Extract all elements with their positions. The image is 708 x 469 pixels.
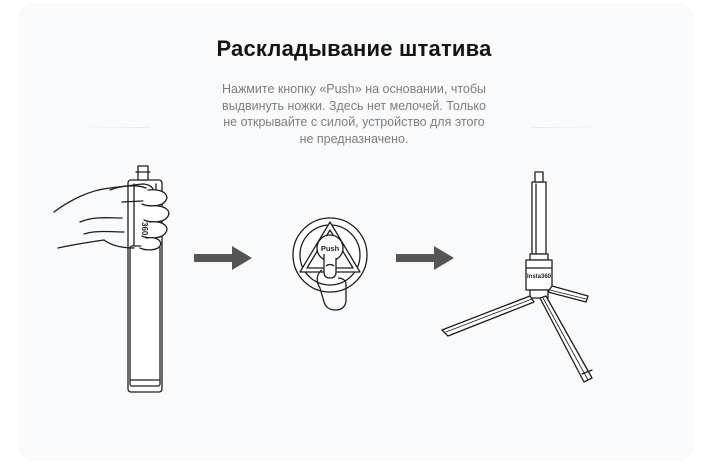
description-line: выдвинуть ножки. Здесь нет мелочей. Толь… [222,98,486,113]
handle-label: 360 [140,222,149,236]
instruction-description: Нажмите кнопку «Push» на основании, чтоб… [154,81,554,147]
description-line: не предназначено. [299,131,409,146]
arrow-right-icon [194,246,252,270]
description-line: Нажмите кнопку «Push» на основании, чтоб… [221,82,487,96]
divider-right [530,127,608,128]
tripod-illustration: Insta360 [441,171,593,383]
divider-left [72,127,150,128]
push-button-label: Push [321,244,340,253]
brand-label: Insta360 [527,274,552,280]
description-line: не открывайте с силой, устройство для эт… [223,115,485,129]
page-title: Раскладывание штатива [216,36,492,61]
push-button-illustration: Push [292,217,368,311]
hand-holding-stick-illustration: 360 [53,165,170,393]
arrow-right-icon [396,246,454,270]
